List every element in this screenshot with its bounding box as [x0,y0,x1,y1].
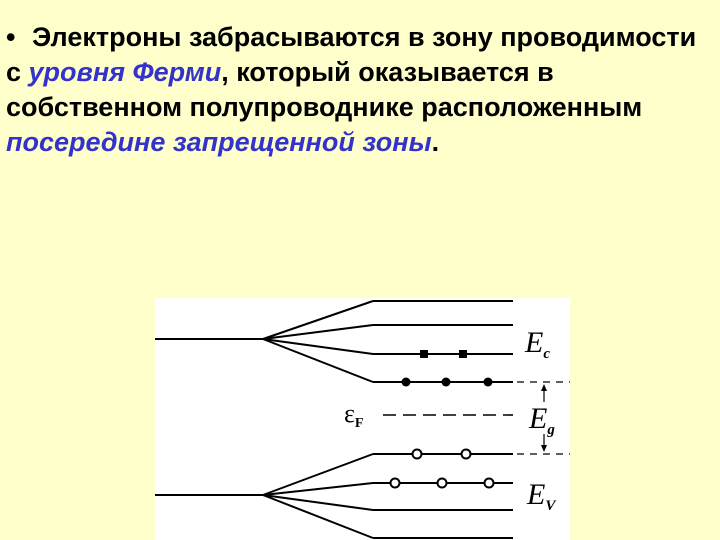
text-line-3: собственном полупроводнике расположенным [6,92,643,122]
hole-5 [483,477,495,489]
band-diagram-panel: Ec Eg EV εF [155,298,570,540]
hole-2 [460,448,472,460]
label-fermi: εF [344,399,363,431]
hole-1 [411,448,423,460]
eg-arrow-down-head [541,445,547,452]
band-diagram: Ec Eg EV εF [155,300,570,539]
cb-level-4 [262,338,374,383]
label-ev: EV [526,478,557,514]
slide-text: • Электроны забрасываются в зону проводим… [6,20,720,160]
electron-2 [459,350,467,358]
cb-level-2 [262,324,374,340]
vb-level-2 [262,482,374,496]
hole-3 [389,477,401,489]
midgap-term: посередине запрещенной зоны [6,127,432,157]
cb-level-3 [262,338,374,355]
text-line-1: • Электроны забрасываются в зону проводим… [6,20,720,55]
text-line-4-suffix: . [431,127,440,157]
vb-level-3 [262,494,374,511]
cb-level-1 [262,300,374,340]
text-line-2: с уровня Ферми, который оказывается в [6,55,720,90]
electron-1 [420,350,428,358]
vb-level-4 [262,494,374,539]
text-line-1-content: Электроны забрасываются в зону проводимо… [32,22,697,52]
text-line-2-prefix: с [6,57,29,87]
eg-arrow-up-head [541,384,547,391]
vb-level-1 [262,453,374,496]
label-eg: Eg [528,402,555,438]
label-ec: Ec [524,326,550,362]
bullet: • [6,22,16,52]
electron-4 [441,377,451,387]
electron-3 [401,377,411,387]
text-line-4: посередине запрещенной зоны. [6,125,720,160]
fermi-level-term: уровня Ферми [28,57,222,87]
text-line-2-suffix: , который оказывается в [221,57,554,87]
hole-4 [436,477,448,489]
electron-5 [483,377,493,387]
